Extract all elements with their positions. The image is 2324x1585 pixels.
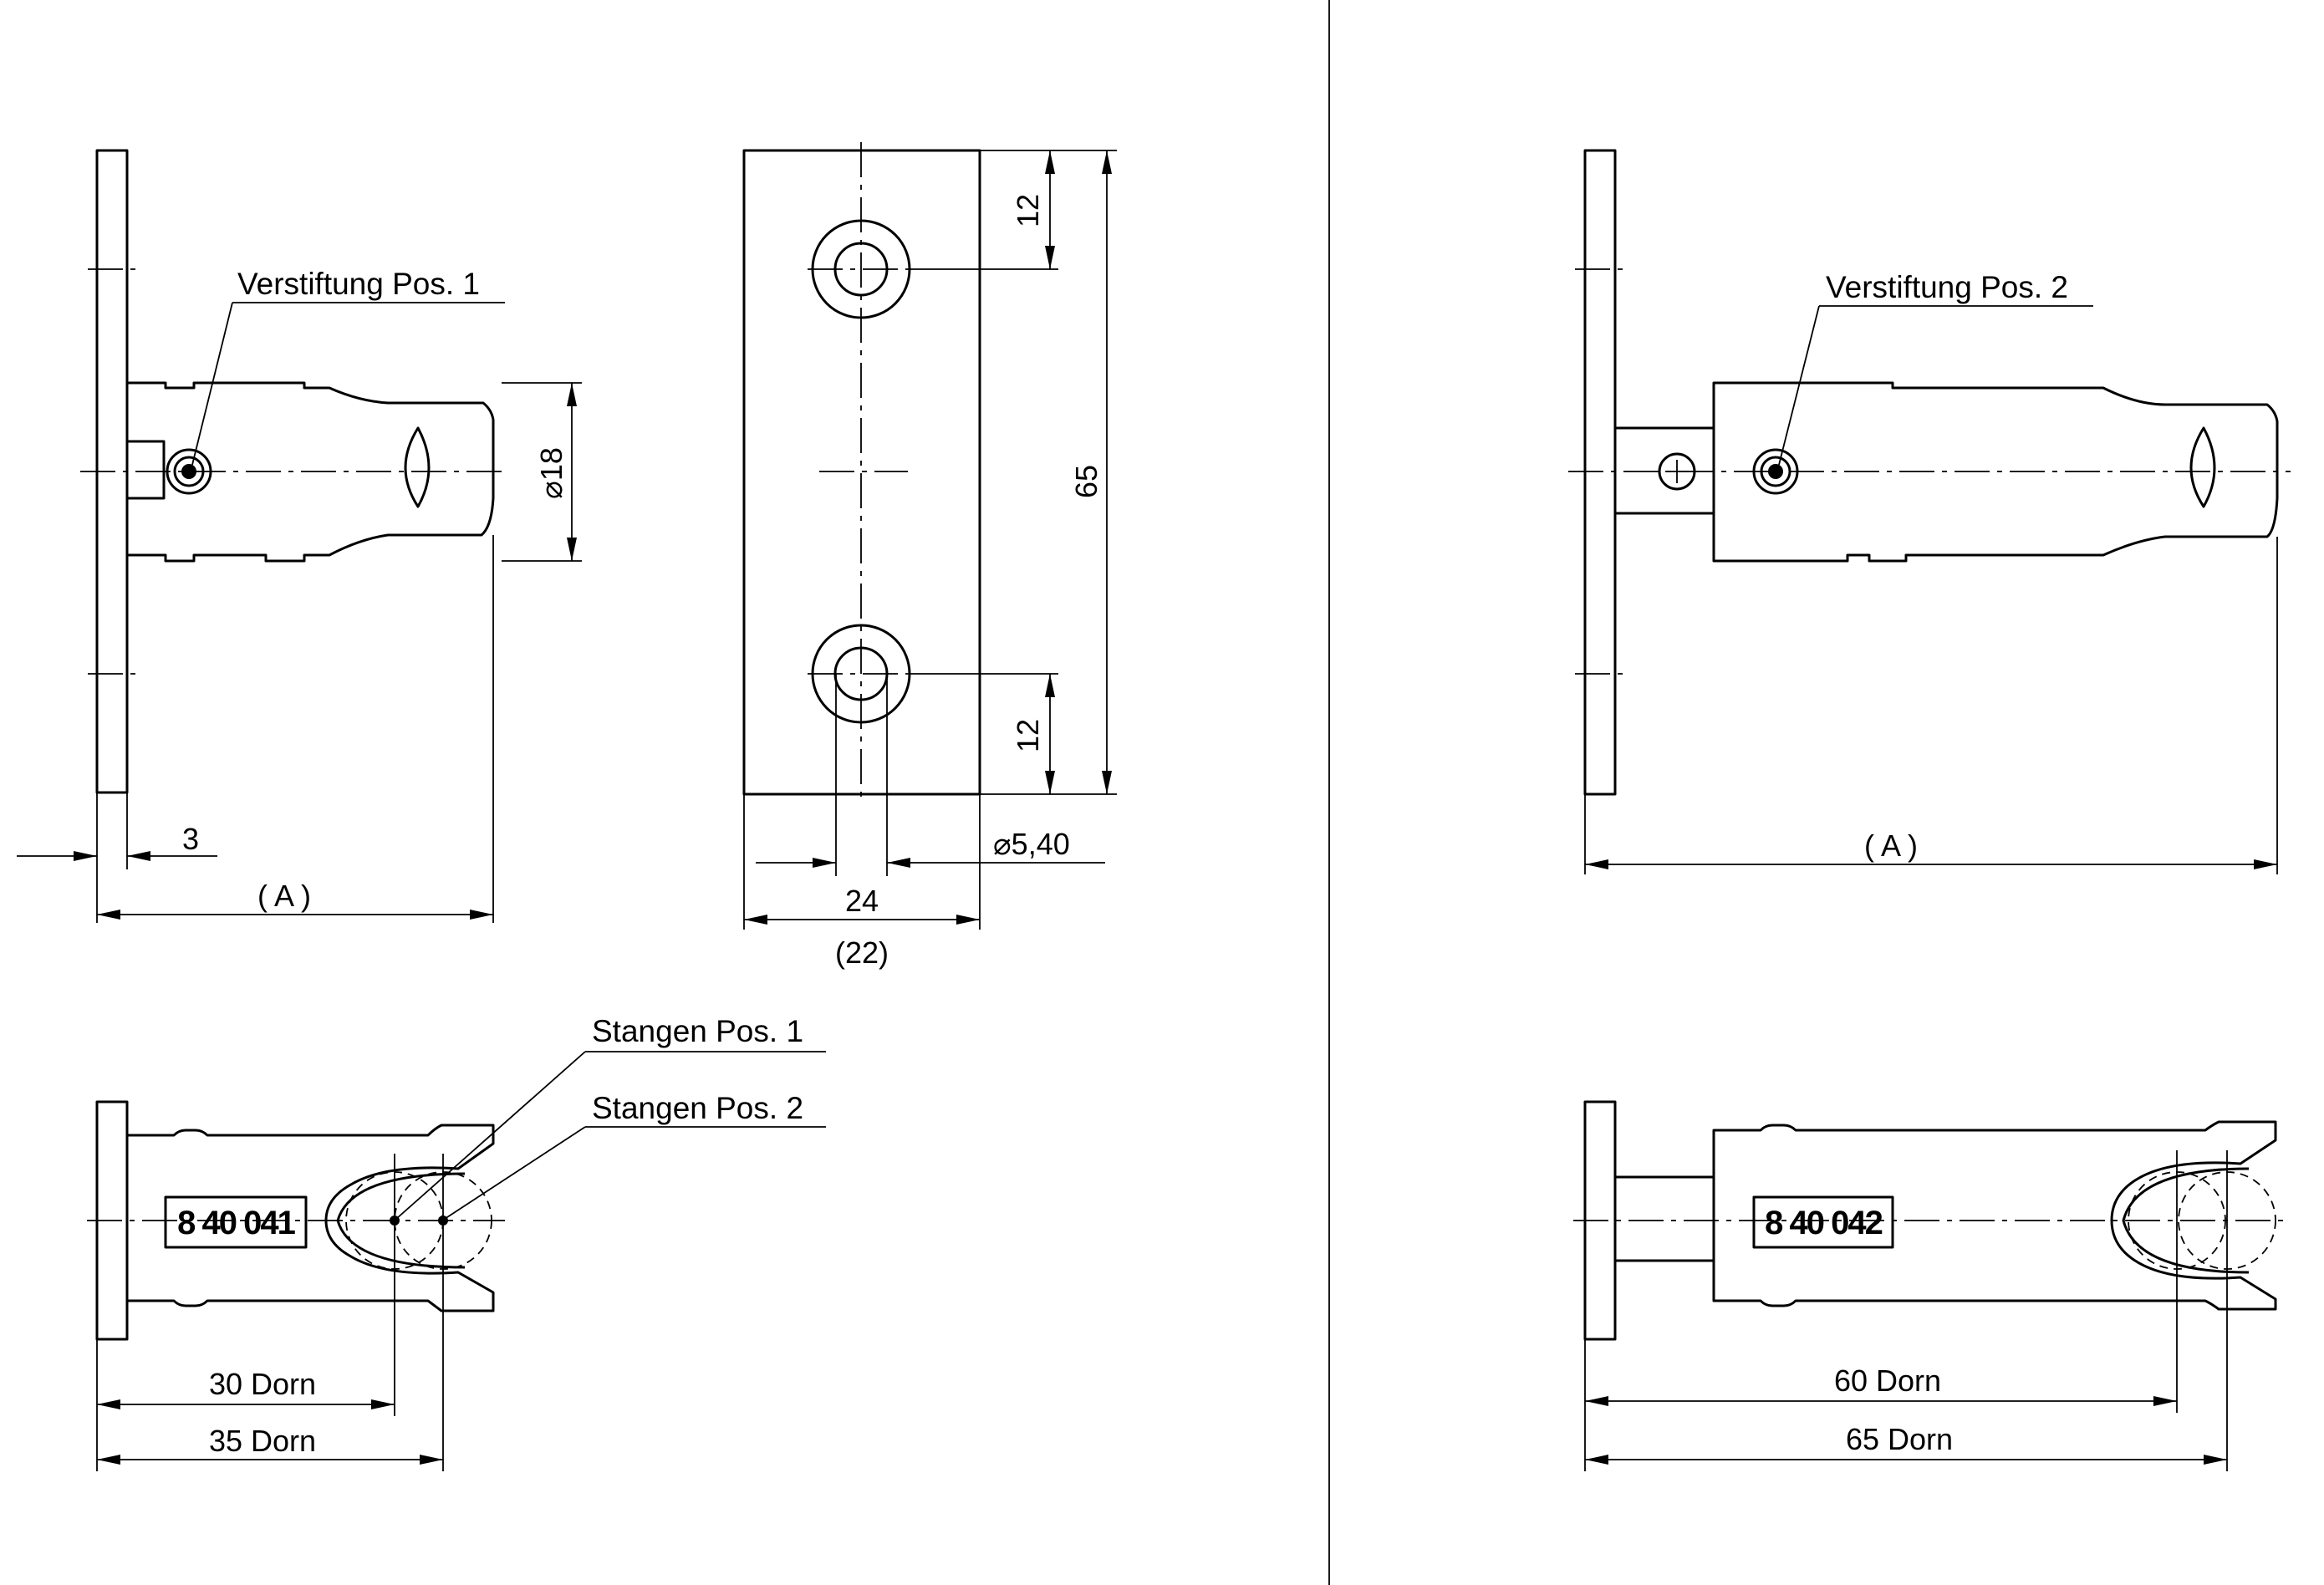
article-number-840042: 8 40 042: [1765, 1205, 1882, 1241]
callout-stangen-pos2: Stangen Pos. 2: [592, 1091, 803, 1125]
plate-outline: [742, 149, 981, 796]
dim-hole-diameter: ⌀5,40: [993, 827, 1070, 861]
dim-35-dorn: 35 Dorn: [209, 1424, 316, 1458]
callout-stangen-pos1: Stangen Pos. 1: [592, 1014, 803, 1048]
dim-height-65: 65: [1069, 465, 1103, 498]
callout-verstiftung-pos2: Verstiftung Pos. 2: [1826, 270, 2068, 304]
dim-bottom-hole-12: 12: [1011, 719, 1045, 752]
pin-block-bottom-right: [1613, 1175, 1715, 1262]
pin-block-right: [1613, 426, 1715, 515]
mandrel-body-bottom-right: [1712, 1120, 2277, 1311]
dim-overall-a-left: ( A ): [257, 879, 311, 913]
dim-top-hole-12: 12: [1011, 194, 1045, 227]
mandrel-body: [125, 381, 495, 563]
dim-width-ref-22: (22): [835, 935, 889, 970]
dim-flange-thickness: 3: [182, 822, 199, 856]
dim-overall-a-right: ( A ): [1864, 828, 1918, 863]
dim-width-24: 24: [845, 884, 879, 918]
dim-65-dorn: 65 Dorn: [1846, 1422, 1953, 1456]
article-number-840041: 8 40 041: [177, 1205, 295, 1241]
pin-stub: [125, 440, 166, 500]
dim-60-dorn: 60 Dorn: [1834, 1363, 1941, 1398]
flange-plate-right: [1583, 149, 1617, 796]
plate-front-view: 12 12 65 ⌀5,40 24 (22): [742, 142, 1117, 970]
side-view-pos1: Verstiftung Pos. 1 ⌀18 3 ( A ): [17, 149, 582, 923]
top-view-840042: 8 40 042 60 Dorn 65 Dorn: [1573, 1100, 2291, 1471]
dim-30-dorn: 30 Dorn: [209, 1367, 316, 1401]
article-label-box-right: [1752, 1195, 1894, 1249]
dim-diameter-18: ⌀18: [534, 447, 568, 499]
top-view-840041: 8 40 041 Stangen Pos. 1 Stangen Pos. 2 3…: [87, 1014, 826, 1471]
lens-mark-right: [2189, 426, 2216, 508]
mandrel-body-right: [1712, 381, 2279, 563]
side-view-pos2: Verstiftung Pos. 2 ( A ): [1568, 149, 2291, 874]
article-label-box: [164, 1195, 308, 1249]
callout-verstiftung-pos1: Verstiftung Pos. 1: [237, 267, 480, 301]
lens-mark: [404, 426, 431, 508]
